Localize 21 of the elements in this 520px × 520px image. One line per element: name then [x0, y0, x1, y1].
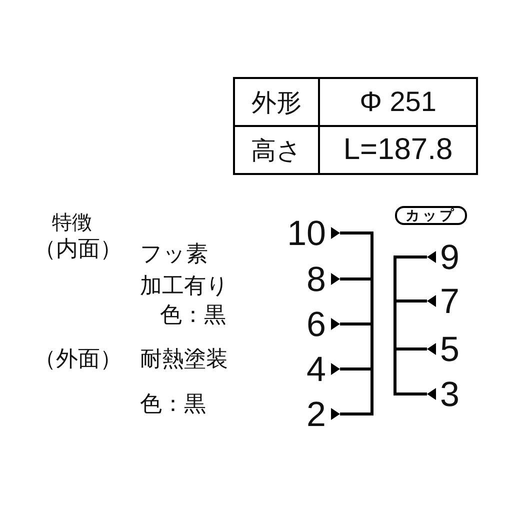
scale-number: 4: [306, 352, 326, 387]
description-text: フッ素加工有り: [140, 241, 230, 301]
cup-scale-tag: カップ: [395, 206, 467, 225]
section-label: （内面）: [34, 239, 122, 261]
scale-number: 6: [306, 307, 326, 342]
scale-number: 7: [440, 284, 460, 319]
scale-number: 10: [287, 216, 326, 251]
scale-number: 3: [440, 377, 460, 412]
spec-value: Φ 251: [360, 86, 436, 117]
spec-value: L=187.8: [343, 133, 453, 166]
color-note: 色：黒: [160, 305, 226, 327]
scale-number: 5: [440, 332, 460, 367]
heading-text: 特徴: [52, 212, 92, 232]
scale-number: 9: [440, 240, 460, 275]
description-text: 耐熱塗装: [140, 349, 228, 371]
section-label: （外面）: [34, 349, 122, 371]
color-note: 色：黒: [140, 394, 206, 416]
spec-name: 高さ: [251, 136, 302, 164]
scale-number: 2: [306, 397, 326, 432]
scale-number: 8: [306, 262, 326, 297]
spec-name: 外形: [252, 88, 302, 116]
